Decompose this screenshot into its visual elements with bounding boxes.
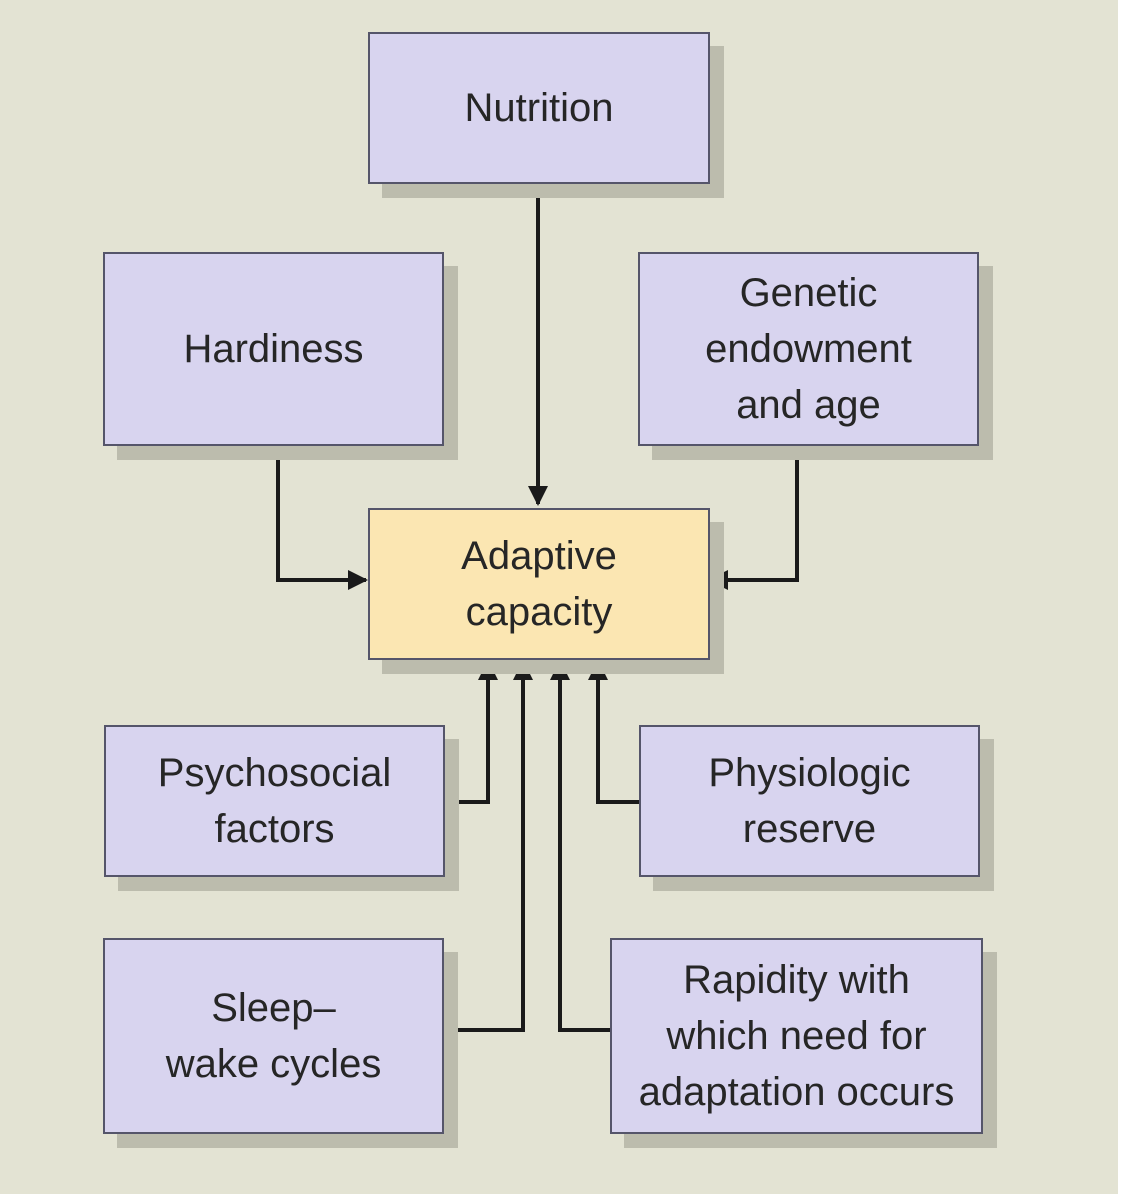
edge-genetic-to-adaptive-capacity — [708, 446, 799, 590]
edge-rapidity-to-adaptive-capacity — [550, 660, 611, 1032]
node-hardiness-label: Hardiness — [183, 327, 364, 371]
edge-sleep-to-adaptive-capacity — [444, 660, 533, 1032]
node-nutrition-label: Nutrition — [464, 86, 614, 130]
node-sleep-label: Sleep– wake cycles — [165, 986, 382, 1086]
node-genetic-label: Genetic endowment and age — [705, 271, 912, 427]
node-psychosocial-label: Psychosocial factors — [157, 751, 392, 851]
node-sleep-wake-cycles: Sleep– wake cycles — [103, 938, 444, 1134]
node-nutrition: Nutrition — [368, 32, 710, 184]
edge-psychosocial-to-adaptive-capacity — [444, 660, 498, 804]
node-physiologic-label: Physiologic reserve — [708, 751, 911, 851]
node-adaptive-capacity-label: Adaptive capacity — [461, 534, 617, 634]
node-psychosocial-factors: Psychosocial factors — [104, 725, 445, 877]
edge-hardiness-to-adaptive-capacity — [276, 446, 368, 590]
node-rapidity-label: Rapidity with which need for adaptation … — [638, 958, 955, 1114]
node-rapidity-of-adaptation-need: Rapidity with which need for adaptation … — [610, 938, 983, 1134]
node-physiologic-reserve: Physiologic reserve — [639, 725, 980, 877]
node-hardiness: Hardiness — [103, 252, 444, 446]
node-adaptive-capacity: Adaptive capacity — [368, 508, 710, 660]
node-genetic-endowment-and-age: Genetic endowment and age — [638, 252, 979, 446]
edge-physiologic-to-adaptive-capacity — [588, 660, 640, 804]
